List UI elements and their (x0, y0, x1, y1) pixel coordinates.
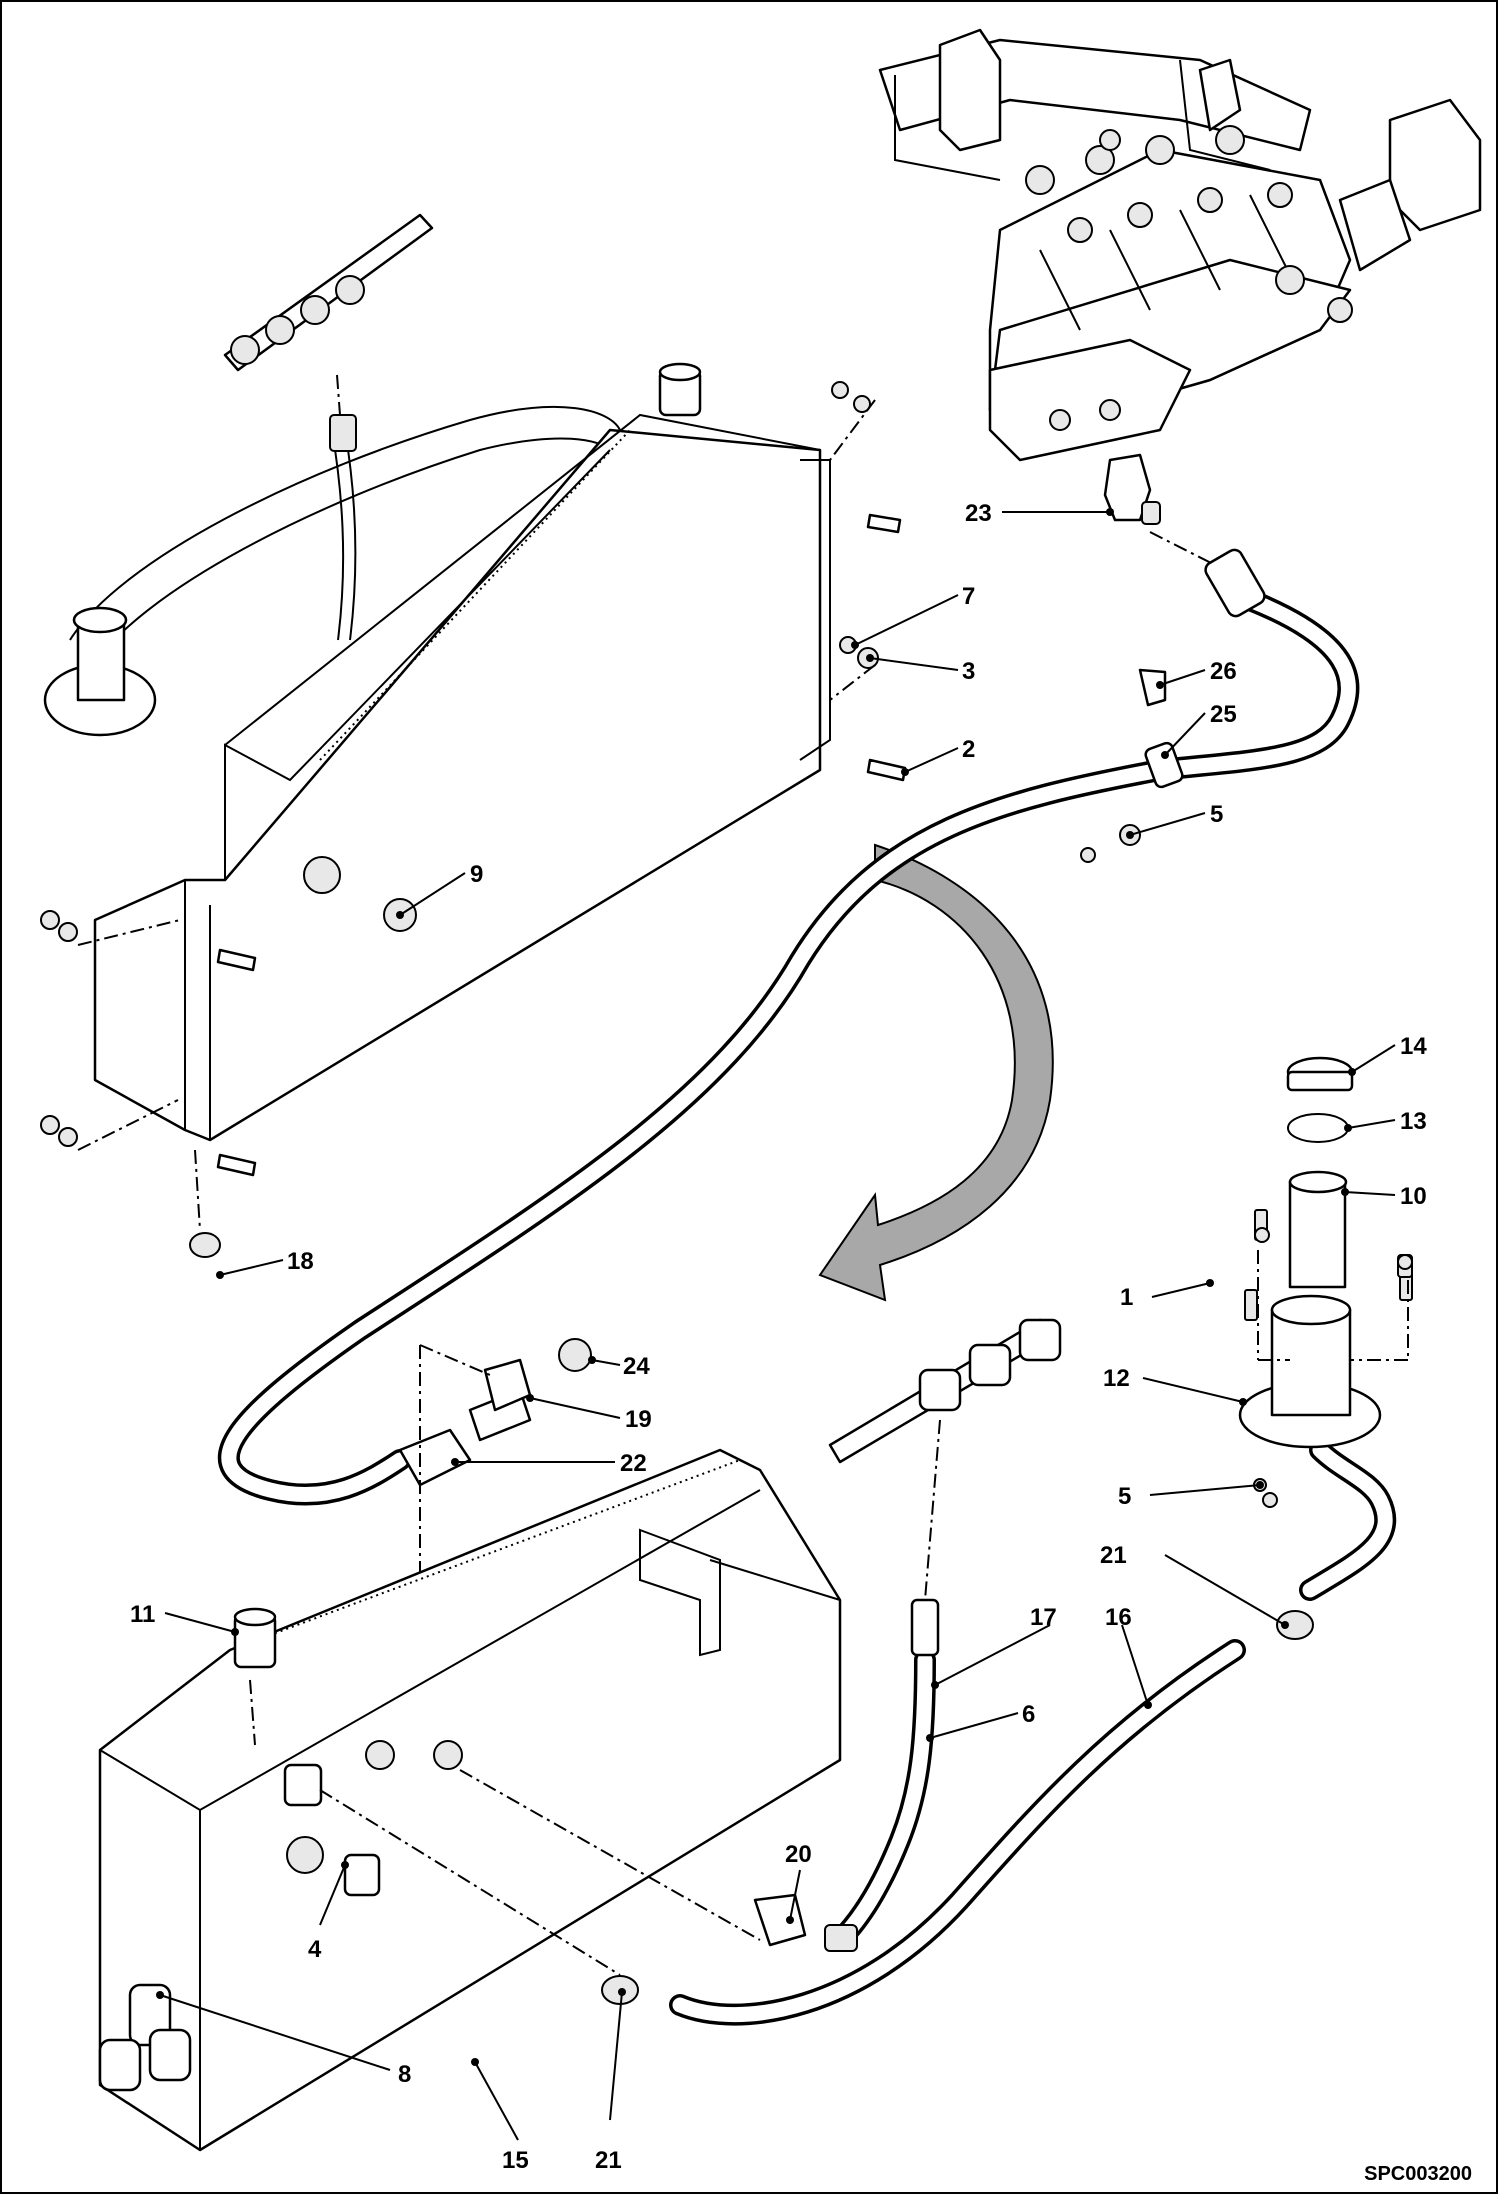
callout-3: 3 (962, 658, 975, 685)
callout-1: 1 (1120, 1284, 1133, 1311)
callout-5-upper: 5 (1210, 801, 1223, 828)
drawing-code: SPC003200 (1364, 2163, 1472, 2185)
suction-hose (601, 1439, 1397, 2026)
callout-25: 25 (1210, 701, 1237, 728)
callout-21-upper: 21 (1100, 1542, 1127, 1569)
control-valve-block (878, 28, 1482, 525)
callout-19: 19 (625, 1406, 652, 1433)
callout-18: 18 (287, 1248, 314, 1275)
callout-2: 2 (962, 736, 975, 763)
callout-5-lower: 5 (1118, 1483, 1131, 1510)
callout-4: 4 (308, 1936, 322, 1963)
callout-13: 13 (1400, 1108, 1427, 1135)
callout-16: 16 (1105, 1604, 1132, 1631)
callout-8: 8 (398, 2061, 411, 2088)
callout-24: 24 (623, 1353, 650, 1380)
callout-15: 15 (502, 2147, 529, 2174)
callout-9: 9 (470, 861, 483, 888)
flow-direction-arrow (818, 843, 1054, 1302)
callout-7: 7 (962, 583, 975, 610)
callout-leaders: 1 2 3 4 5 5 6 7 8 9 10 11 12 13 14 15 16… (130, 500, 1427, 2174)
callout-14: 14 (1400, 1033, 1427, 1060)
callout-11: 11 (130, 1601, 155, 1628)
return-hose (217, 531, 1360, 1506)
callout-6: 6 (1022, 1701, 1035, 1728)
upper-tank-hardware (40, 381, 907, 1258)
callout-12: 12 (1103, 1365, 1130, 1392)
callout-22: 22 (620, 1450, 647, 1477)
callout-21-lower: 21 (595, 2147, 622, 2174)
lower-tank-body (98, 1448, 842, 2152)
callout-17: 17 (1030, 1604, 1057, 1631)
filter-assembly (1238, 1056, 1413, 1508)
callout-23: 23 (965, 500, 992, 527)
callout-10: 10 (1400, 1183, 1427, 1210)
callout-26: 26 (1210, 658, 1237, 685)
upper-tank-body (93, 362, 831, 1142)
upper-filler-and-tube (43, 213, 621, 737)
drain-line (753, 1318, 1062, 1952)
callout-20: 20 (785, 1841, 812, 1868)
